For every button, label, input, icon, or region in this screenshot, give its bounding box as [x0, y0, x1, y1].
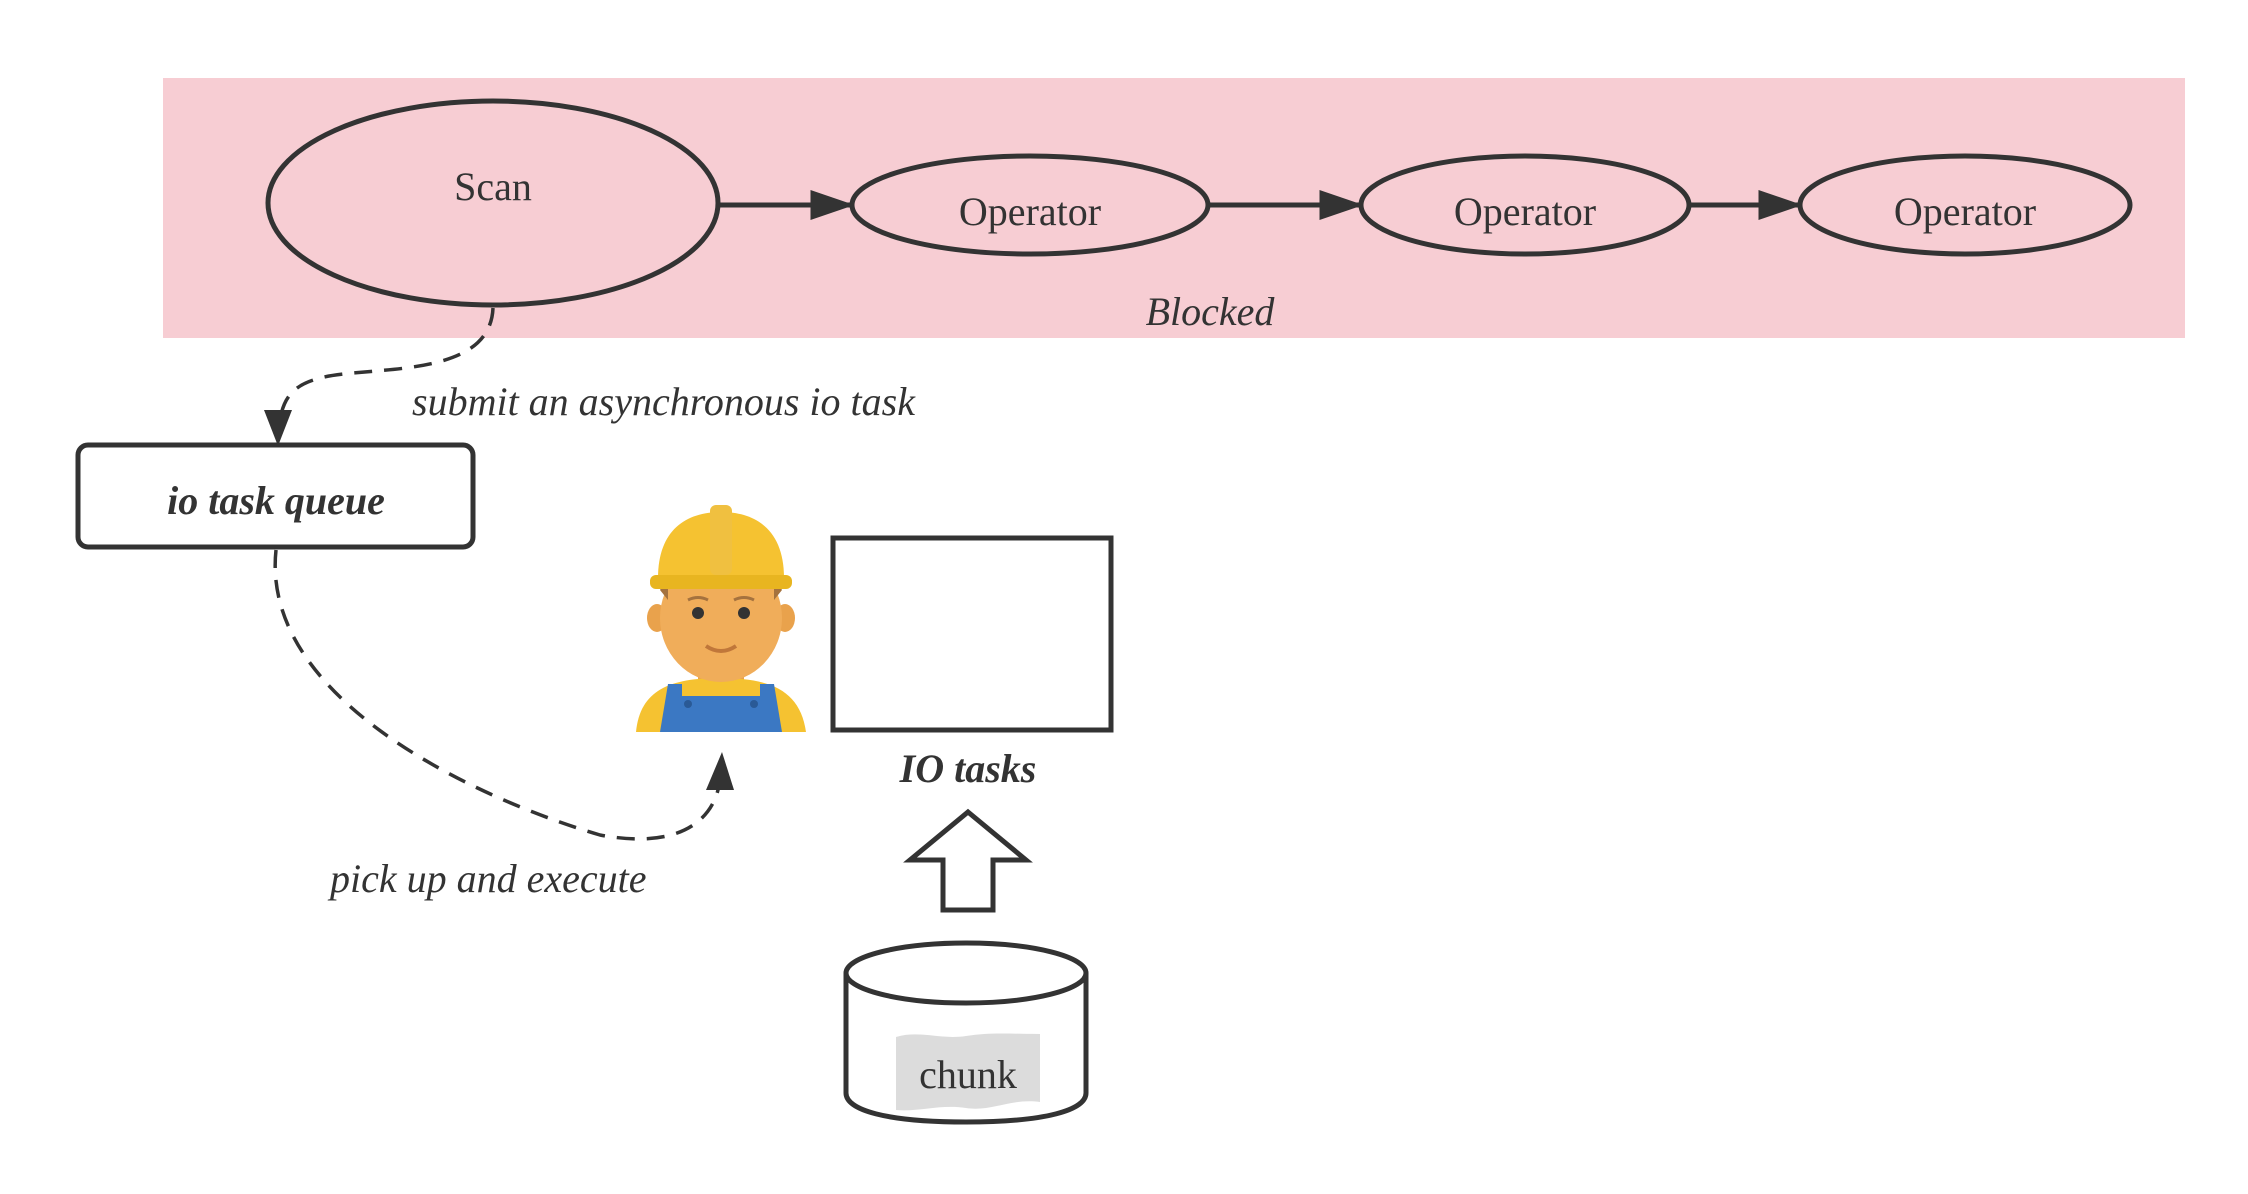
construction-worker-icon — [636, 505, 806, 732]
chunk-label: chunk — [919, 1052, 1017, 1097]
io-task-queue-label: io task queue — [167, 478, 385, 523]
submit-task-label: submit an asynchronous io task — [412, 379, 916, 424]
scan-label: Scan — [454, 164, 532, 209]
up-arrow-icon — [903, 808, 1033, 913]
pickup-arrowhead — [706, 752, 734, 790]
submit-task-arrowhead — [264, 410, 292, 446]
io-tasks-box[interactable] — [830, 535, 1114, 733]
io-tasks-label: IO tasks — [899, 746, 1037, 791]
pickup-label: pick up and execute — [327, 856, 647, 901]
submit-task-edge — [276, 307, 495, 439]
io-task-queue[interactable]: io task queue — [75, 442, 476, 550]
operator-label-1: Operator — [959, 189, 1101, 234]
operator-label-2: Operator — [1454, 189, 1596, 234]
blocked-region — [163, 78, 2185, 338]
operator-node-1[interactable]: Operator — [849, 153, 1211, 257]
chunk-document-shape — [896, 1033, 1040, 1111]
database-cylinder-icon: chunk — [843, 940, 1089, 1125]
pickup-edge — [273, 549, 722, 841]
blocked-label: Blocked — [1146, 289, 1276, 334]
operator-label-3: Operator — [1894, 189, 2036, 234]
